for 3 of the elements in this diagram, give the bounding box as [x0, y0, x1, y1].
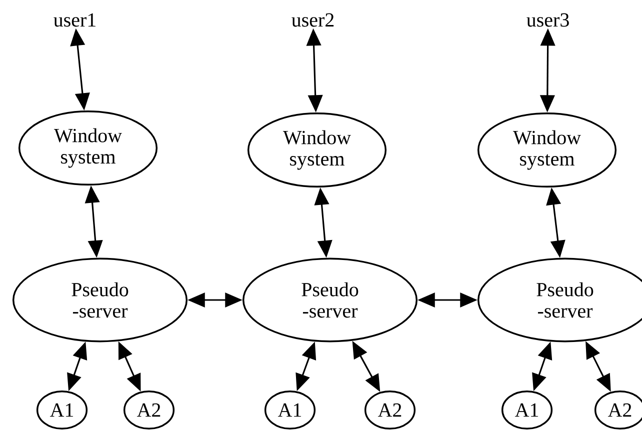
- user-label: user1: [54, 13, 96, 27]
- user-label: user2: [292, 13, 334, 27]
- user-label: user3: [526, 13, 569, 27]
